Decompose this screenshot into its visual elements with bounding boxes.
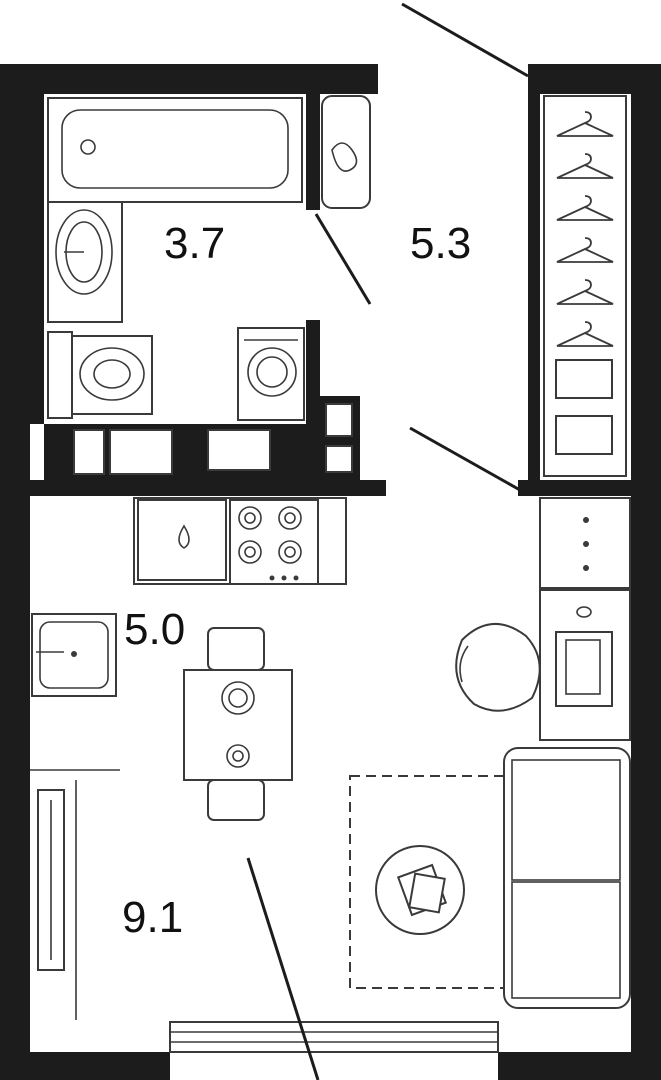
hanger-icon	[556, 237, 614, 263]
stove-knob-icon	[293, 575, 299, 581]
burner-icon-inner	[244, 512, 256, 524]
stove-burners	[238, 506, 302, 564]
bottom-wall-left	[0, 1052, 170, 1080]
washing-machine	[237, 327, 305, 421]
washing-machine-drum-inner	[256, 356, 288, 388]
burner-icon	[278, 506, 302, 530]
plate-icon-inner	[228, 688, 248, 708]
sink-basin	[55, 209, 113, 295]
fridge-inner	[39, 621, 109, 689]
washing-machine-drum	[247, 347, 297, 397]
burner-icon	[238, 540, 262, 564]
right-wall	[631, 64, 661, 1080]
magazine-icon-2	[408, 872, 446, 914]
bathroom-partition-horizontal	[30, 480, 386, 496]
bathroom-area-label: 3.7	[164, 219, 225, 268]
window-frame	[169, 1021, 499, 1053]
hanger-icon	[556, 111, 614, 137]
toilet-bowl	[79, 347, 145, 401]
kitchen-fixtures	[30, 497, 347, 821]
mouse-icon	[576, 606, 592, 618]
shelf-dot-icon	[583, 565, 589, 571]
hanger-icon	[556, 153, 614, 179]
sofa-seat-top	[511, 759, 621, 881]
hanger-icon	[556, 279, 614, 305]
shelf-dot-icon	[583, 541, 589, 547]
armchair-cushion	[459, 645, 469, 683]
shaft-tile-1	[325, 403, 353, 437]
toilet-tank	[47, 331, 73, 419]
stove	[229, 499, 319, 585]
burner-icon	[238, 506, 262, 530]
armchair	[455, 622, 541, 712]
stove-knob-icon	[269, 575, 275, 581]
top-wall-left	[0, 64, 378, 94]
burner-icon	[278, 540, 302, 564]
wardrobe-drawer-1	[555, 359, 613, 399]
floor-tile-2	[109, 429, 173, 475]
sofa-seat-bottom	[511, 881, 621, 999]
fridge-dot-icon	[71, 651, 77, 657]
bottom-wall-right	[498, 1052, 661, 1080]
dining-chair-bottom	[207, 779, 265, 821]
bathtub-inner	[61, 109, 289, 189]
living-area-label: 9.1	[122, 893, 183, 942]
bathtub	[47, 97, 303, 203]
bathtub-drain-icon	[80, 139, 96, 155]
bathroom-partition-vertical	[306, 94, 320, 210]
burner-icon-inner	[284, 546, 296, 558]
left-wall	[0, 64, 30, 1080]
doors	[246, 2, 529, 1080]
toilet	[71, 335, 153, 415]
floor-tile-1	[73, 429, 105, 475]
hanger-icons	[556, 111, 614, 347]
balcony-door-swing	[246, 857, 320, 1080]
bathroom-inner-wall-left	[30, 94, 44, 424]
hanger-icon	[556, 321, 614, 347]
wardrobe-partition	[528, 94, 540, 480]
kitchen-area-label: 5.0	[124, 605, 185, 654]
dining-chair-top	[207, 627, 265, 671]
burner-icon-inner	[284, 512, 296, 524]
hanger-icon	[556, 195, 614, 221]
monitor	[555, 631, 613, 707]
bathroom-partition-vertical-lower	[306, 320, 320, 486]
monitor-screen	[565, 639, 601, 695]
dining-table	[183, 669, 293, 781]
area-labels: 3.7 5.3 5.0 9.1	[122, 219, 471, 942]
wardrobe-bottom-wall	[518, 480, 631, 496]
floor-tile-3	[207, 429, 271, 471]
burner-icon-inner	[244, 546, 256, 558]
wardrobe	[543, 95, 627, 477]
toilet-seat	[93, 359, 131, 389]
wardrobe-rack	[543, 95, 627, 477]
cup-icon-inner	[232, 750, 244, 762]
living-fixtures	[37, 497, 631, 1020]
bathroom-fixtures	[47, 95, 371, 475]
boiler-cabinet	[321, 95, 371, 209]
cup-icon	[226, 744, 250, 768]
sofa	[503, 747, 631, 1009]
entrance-door-swing	[401, 2, 529, 78]
wardrobe-door-swing	[409, 426, 521, 492]
bathroom-door-swing	[314, 213, 372, 305]
wardrobe-area-label: 5.3	[410, 219, 471, 268]
plate-icon	[221, 681, 255, 715]
shelf-dot-icons	[583, 517, 589, 571]
shaft-tile-2	[325, 445, 353, 473]
kitchen-sink-cabinet	[137, 499, 227, 581]
window	[169, 1021, 499, 1053]
stove-knob-icon	[281, 575, 287, 581]
boiler-icon	[331, 142, 358, 172]
wardrobe-drawer-2	[555, 415, 613, 455]
water-drop-icon	[178, 524, 190, 549]
shelf-dot-icon	[583, 517, 589, 523]
